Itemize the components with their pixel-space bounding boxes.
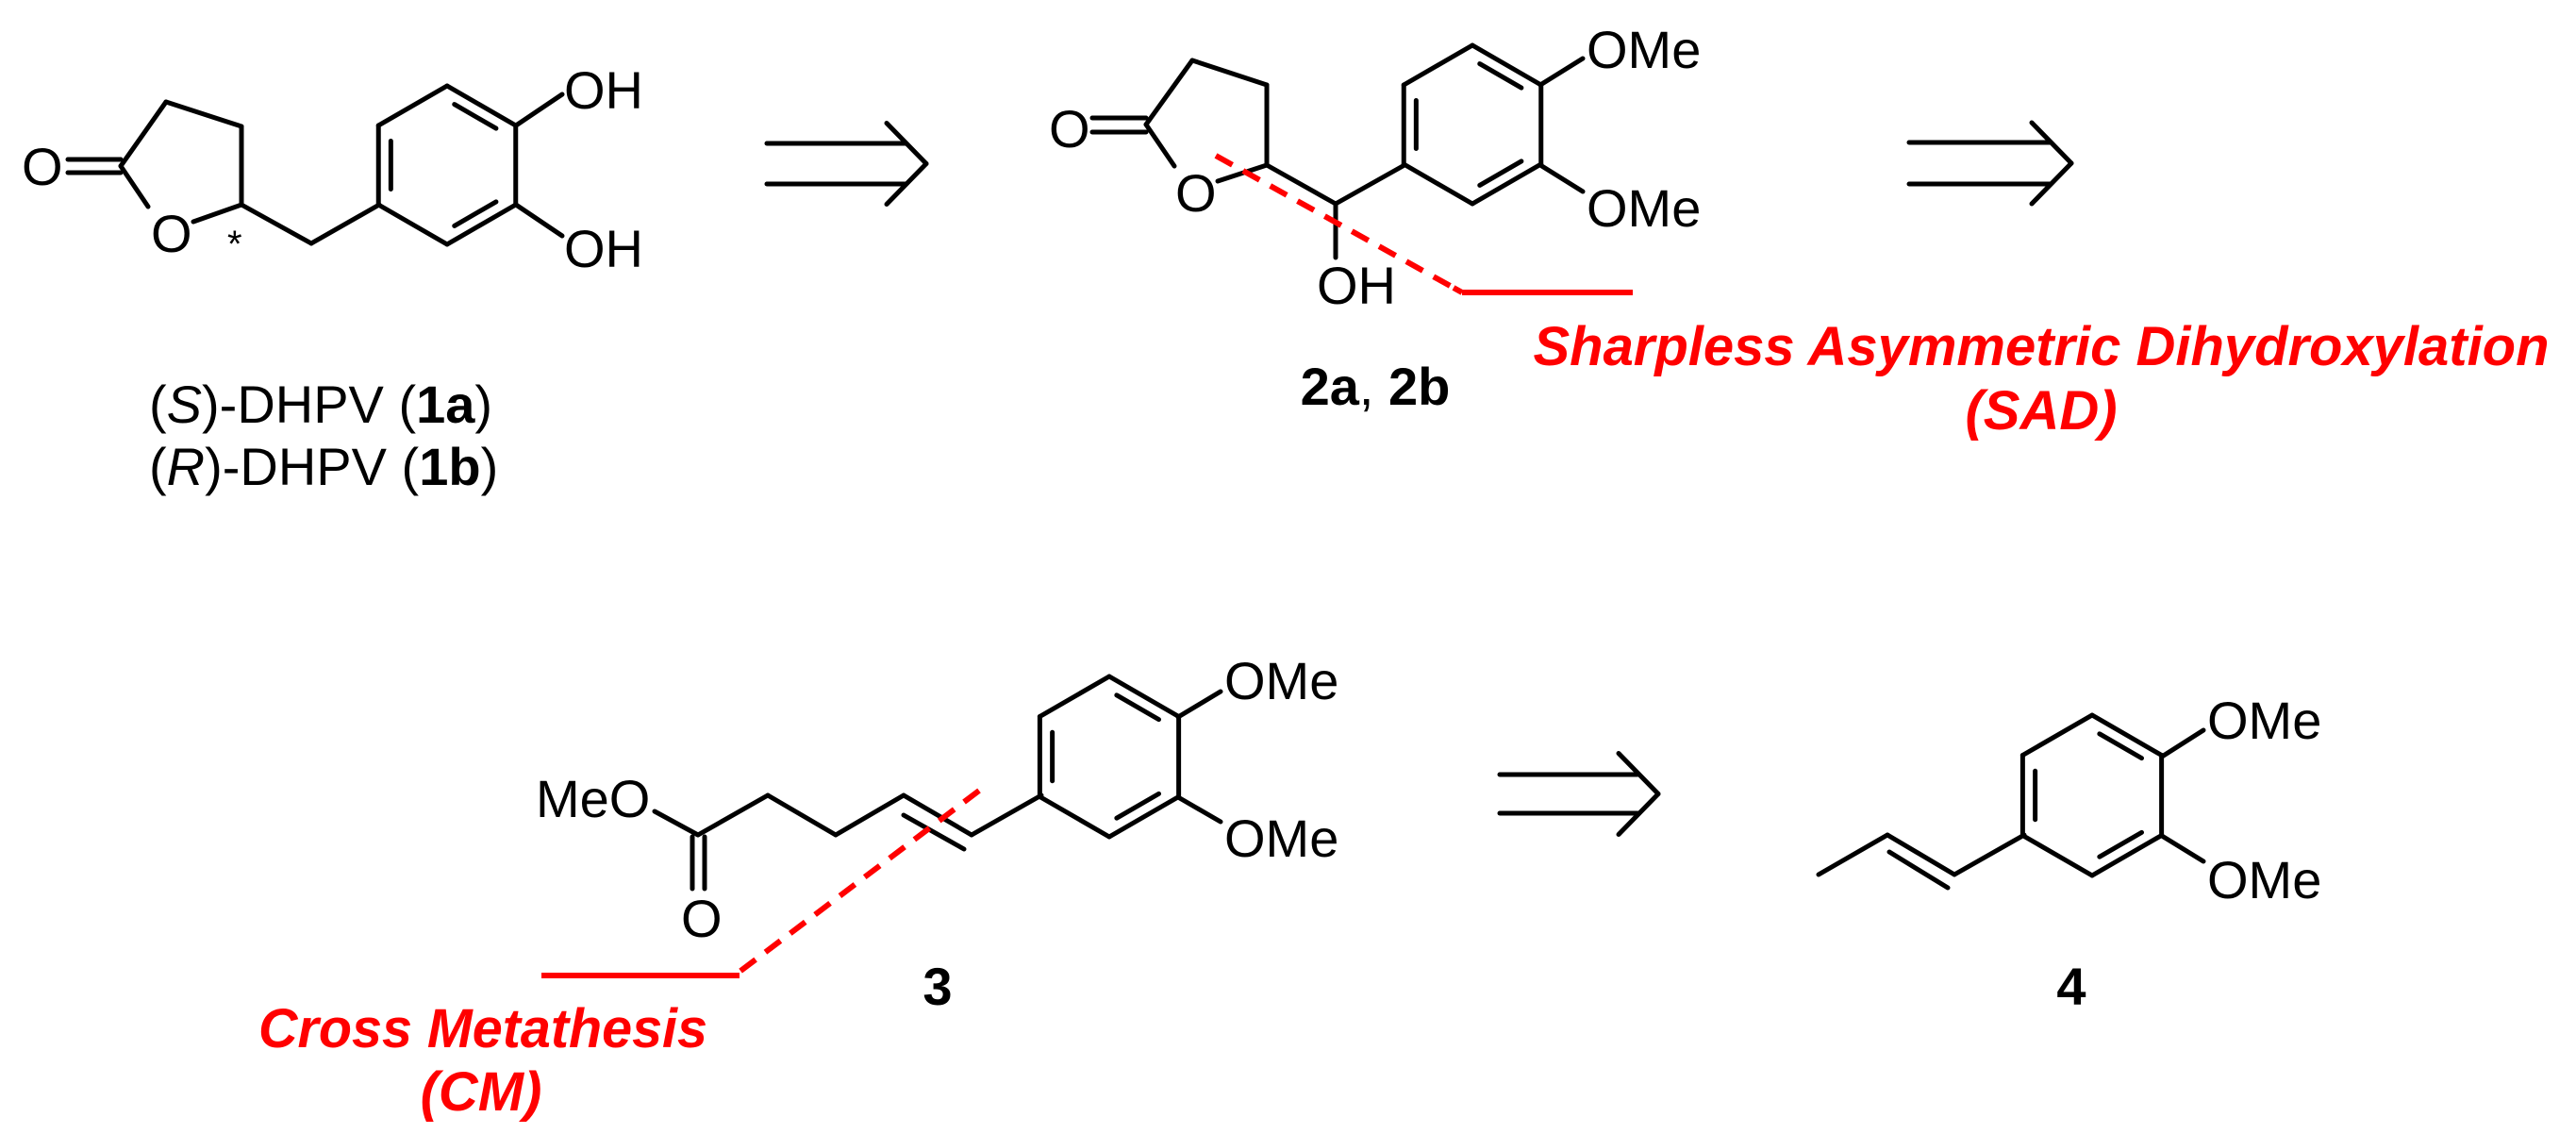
ring-double-bond xyxy=(452,199,499,228)
ring-bond xyxy=(1106,674,1182,719)
bond xyxy=(1143,58,1195,127)
ring-bond xyxy=(444,202,519,247)
bond xyxy=(1175,689,1223,720)
bond xyxy=(1143,122,1177,169)
atom-label: OMe xyxy=(1224,651,1338,710)
compound-label-3: 3 xyxy=(922,957,952,1016)
bond xyxy=(2159,727,2206,759)
bond xyxy=(163,99,244,129)
ring-bond xyxy=(375,83,450,128)
ring-double-bond xyxy=(1477,158,1524,188)
ring-bond xyxy=(2019,712,2095,758)
bond xyxy=(1537,162,1586,194)
bond xyxy=(118,99,169,169)
sad-annotation: Sharpless Asymmetric Dihydroxylation xyxy=(1534,316,2550,377)
ring-bond xyxy=(1401,161,1475,207)
bond xyxy=(191,202,244,225)
arrow-head xyxy=(1616,751,1661,796)
ring-bond xyxy=(1037,674,1112,719)
bond xyxy=(118,163,151,209)
arrow-head xyxy=(1616,792,1661,837)
atom-label: OH xyxy=(564,219,643,278)
bond xyxy=(1816,832,1890,877)
ring-double-bond xyxy=(2097,731,2145,761)
ring-double-bond xyxy=(1477,61,1524,91)
alkene-double-bond xyxy=(901,812,967,852)
atom-label: O xyxy=(22,137,63,196)
atom-label: O xyxy=(681,889,723,948)
stereocenter-mark: * xyxy=(227,224,242,265)
atom-label: OH xyxy=(564,60,643,120)
atom-label: O xyxy=(1175,163,1217,223)
sad-disconnection-marker xyxy=(1214,153,1633,295)
cm-annotation: Cross Metathesis xyxy=(258,998,707,1059)
compound-label-1b: (R)-DHPV (1b) xyxy=(149,437,498,496)
ring-bond xyxy=(375,202,450,247)
ring-bond xyxy=(1470,42,1544,88)
compound-label-4: 4 xyxy=(2056,957,2086,1016)
dashed-disconnection-line xyxy=(738,788,981,975)
bond xyxy=(308,202,382,246)
arrow-head xyxy=(884,161,929,207)
arrow-head xyxy=(2029,120,2074,166)
bond xyxy=(833,792,906,838)
bond xyxy=(901,792,974,838)
bond xyxy=(969,792,1044,838)
compound-3-structure xyxy=(652,674,1223,892)
atom-label: OH xyxy=(1317,256,1396,315)
bond xyxy=(239,202,314,246)
ring-double-bond xyxy=(1114,692,1162,723)
bond xyxy=(695,792,771,838)
compound-4-structure xyxy=(1816,712,2206,891)
ring-bond xyxy=(1106,794,1182,840)
arrow-head xyxy=(2029,160,2074,207)
dashed-disconnection-line xyxy=(1214,153,1455,291)
bond xyxy=(513,202,565,239)
retrosynthetic-arrow xyxy=(764,121,929,207)
atom-label: OMe xyxy=(1587,20,1701,79)
atom-label: O xyxy=(151,204,192,263)
atom-label: O xyxy=(1049,99,1090,158)
bond xyxy=(1885,832,1957,877)
ring-bond xyxy=(1037,794,1112,840)
bond xyxy=(1952,832,2027,877)
bond xyxy=(652,809,701,838)
retrosynthetic-arrow xyxy=(1906,120,2074,207)
compound-1-structure xyxy=(65,83,565,247)
ring-bond xyxy=(2019,833,2095,878)
cm-abbreviation: (CM) xyxy=(421,1061,542,1123)
compound-label-1a: (S)-DHPV (1a) xyxy=(149,375,492,434)
atom-label: OMe xyxy=(1224,809,1338,868)
alkene-double-bond xyxy=(1886,849,1951,891)
ring-double-bond xyxy=(1114,791,1162,821)
bond xyxy=(513,92,565,128)
retrosynthetic-arrow xyxy=(1497,751,1661,837)
bond xyxy=(1333,162,1407,207)
leader-line xyxy=(1452,285,1464,295)
bond xyxy=(1264,162,1338,207)
ring-bond xyxy=(2089,833,2165,878)
ring-bond xyxy=(1470,161,1544,207)
cm-disconnection-marker xyxy=(541,788,981,978)
bond xyxy=(1537,56,1586,88)
atom-label: MeO xyxy=(536,769,650,828)
ring-bond xyxy=(1401,42,1475,88)
arrow-head xyxy=(884,121,929,166)
ring-double-bond xyxy=(2097,829,2145,859)
ring-double-bond xyxy=(452,102,499,131)
compound-2-structure xyxy=(1089,42,1586,260)
bond xyxy=(1175,794,1223,825)
atom-label: OMe xyxy=(1587,178,1701,238)
bond xyxy=(765,792,839,838)
atom-label: OMe xyxy=(2207,691,2321,750)
bond xyxy=(1189,58,1270,88)
compound-label-2: 2a, 2b xyxy=(1301,357,1451,416)
ring-bond xyxy=(444,83,519,128)
sad-abbreviation: (SAD) xyxy=(1965,380,2117,442)
bond xyxy=(2159,833,2206,864)
atom-label: OMe xyxy=(2207,850,2321,909)
ring-bond xyxy=(2089,712,2165,758)
